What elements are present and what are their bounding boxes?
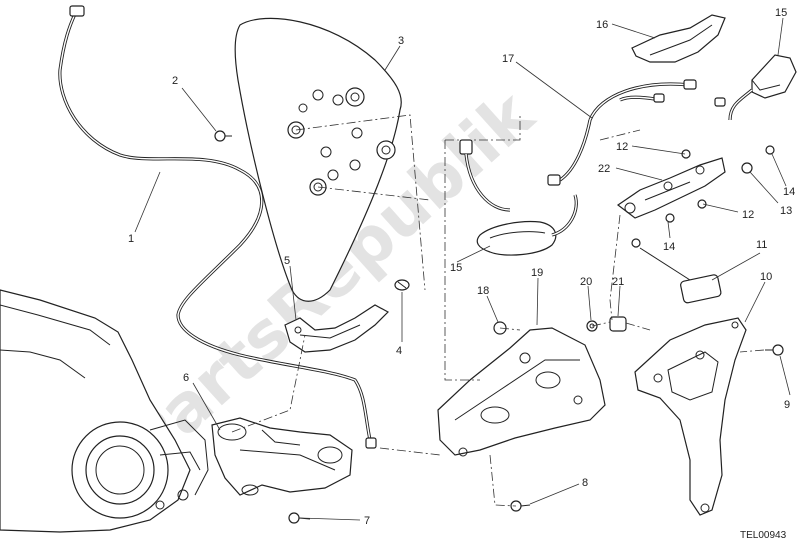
callout-6: 6 (183, 372, 189, 384)
callout-10: 10 (760, 271, 772, 283)
callout-11: 11 (756, 239, 767, 251)
parts-18-20-21-spacers (493, 316, 627, 335)
part-16-cover-strip (631, 14, 726, 63)
part-4-fastener (394, 279, 410, 291)
callout-12-lower: 12 (742, 209, 754, 221)
callout-21: 21 (612, 276, 624, 288)
callout-20: 20 (580, 276, 592, 288)
callout-14-lower: 14 (663, 241, 675, 253)
part-9-screw (765, 344, 784, 356)
cover-mounting-holes (287, 87, 396, 196)
callout-12-upper: 12 (616, 141, 628, 153)
callout-7: 7 (364, 515, 370, 527)
callout-14-right: 14 (783, 186, 795, 198)
callout-19: 19 (531, 267, 543, 279)
part-19-plate-holder (437, 327, 606, 457)
callout-13: 13 (780, 205, 792, 217)
small-fasteners (631, 145, 775, 248)
part-11-plate-light (639, 247, 722, 304)
callout-9: 9 (784, 399, 790, 411)
parts-7-8-screws (288, 500, 531, 524)
callout-22: 22 (598, 163, 610, 175)
part-15-indicator-left (476, 194, 578, 256)
callout-5: 5 (284, 255, 290, 267)
callout-4: 4 (396, 345, 402, 357)
part-6-bracket (211, 417, 353, 496)
callout-18: 18 (477, 285, 489, 297)
callout-16: 16 (596, 19, 608, 31)
leader-lines (134, 17, 791, 521)
part-10-plate-bracket (634, 317, 747, 516)
callout-1: 1 (128, 233, 134, 245)
swingarm-frame (0, 289, 209, 533)
part-2-screw (214, 130, 232, 142)
callout-8: 8 (582, 477, 588, 489)
callout-17: 17 (502, 53, 514, 65)
callout-15-right: 15 (775, 7, 787, 19)
callout-3: 3 (398, 35, 404, 47)
part-15-indicator-right (728, 54, 797, 121)
assembly-dash-lines (231, 114, 765, 507)
part-22-support-bracket (616, 157, 726, 219)
callout-15-left: 15 (450, 262, 462, 274)
callout-labels: 1 2 3 4 5 6 7 8 9 10 11 12 12 13 14 14 1… (128, 7, 795, 527)
callout-2: 2 (172, 75, 178, 87)
part-5-clip-bracket (284, 304, 389, 353)
part-1-cable (58, 5, 377, 449)
part-3-tail-cover (234, 17, 402, 302)
part-17-wiring-loom (459, 79, 726, 212)
drawing-reference: TEL00943 (740, 530, 787, 541)
